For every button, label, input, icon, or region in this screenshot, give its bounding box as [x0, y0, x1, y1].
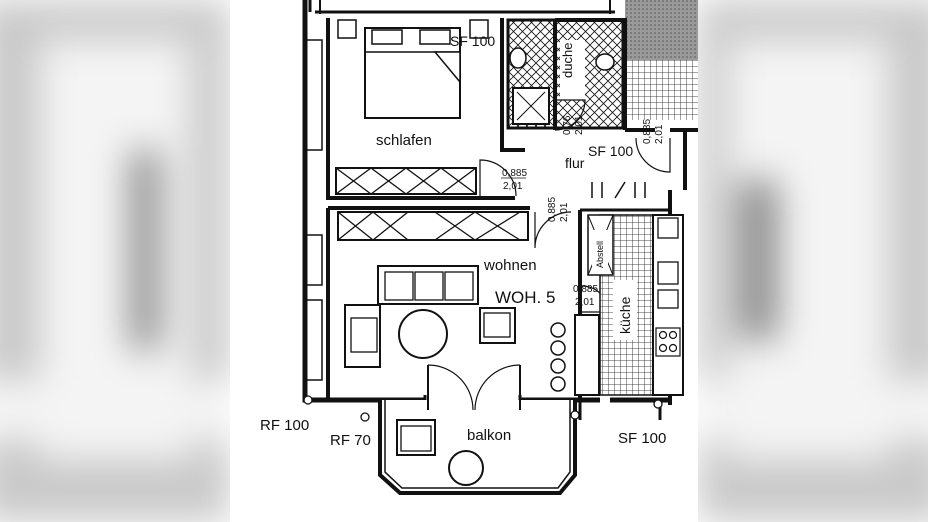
floor-plan: duche schlafen SF 100 0,885 2,01 0,76 2,… — [230, 0, 698, 522]
dining-chairs — [550, 322, 566, 392]
oven — [657, 261, 679, 285]
marker-sf100-top: SF 100 — [450, 33, 495, 49]
washbasin — [595, 53, 615, 71]
left-blurred-background — [0, 0, 230, 522]
stairs-grid — [625, 60, 698, 120]
dim-kueche-w: 0,885 — [573, 284, 598, 295]
room-label-schlafen: schlafen — [376, 132, 432, 149]
door-bath-swing — [554, 99, 586, 131]
marker-sf100-bottom: SF 100 — [618, 430, 666, 447]
nightstand-right — [469, 19, 489, 39]
room-label-abstell: Abstell — [595, 241, 605, 268]
room-label-duche: duche — [560, 43, 575, 78]
room-label-balkon: balkon — [467, 427, 511, 444]
room-label-wohnen: wohnen — [483, 257, 537, 274]
cooktop — [655, 327, 681, 357]
marker-rf100: RF 100 — [260, 417, 309, 434]
dim-schlafen-w: 0,885 — [502, 168, 527, 179]
dim-wohnen-w: 0,885 — [547, 197, 558, 222]
drain-markers — [303, 395, 663, 422]
balcony-table — [448, 450, 484, 486]
dim-entry-w: 0,885 — [642, 119, 653, 144]
fridge — [657, 217, 679, 239]
right-blurred-background — [698, 0, 928, 522]
dim-entry-h: 2,01 — [654, 124, 665, 144]
dim-kueche-h: 2,01 — [575, 297, 595, 308]
dim-bath-w: 0,76 — [562, 115, 573, 135]
dim-bath-h: 2,01 — [574, 115, 585, 135]
shelf-unit — [574, 314, 600, 396]
marker-sf100-flur: SF 100 — [588, 143, 633, 159]
marker-rf70: RF 70 — [330, 432, 371, 449]
coffee-table — [398, 309, 448, 359]
coat-rack — [591, 181, 646, 199]
room-label-kueche: küche — [617, 296, 633, 334]
door-dimensions: 0,885 2,01 0,76 2,01 0,885 2,01 0,885 2,… — [501, 115, 665, 308]
door-schlafen-swing — [479, 159, 517, 197]
wardrobe-bedroom — [335, 167, 477, 195]
door-wohnen-swing — [534, 211, 572, 249]
balcony-door-swing-left — [427, 364, 474, 411]
toilet — [509, 47, 527, 69]
dim-wohnen-h: 2,01 — [559, 202, 570, 222]
floor-plan-drawing: duche schlafen SF 100 0,885 2,01 0,76 2,… — [260, 0, 698, 495]
kitchen-sink — [657, 289, 679, 309]
nightstand-left — [337, 19, 357, 39]
neighbor-hatched-area — [625, 0, 698, 60]
dim-schlafen-h: 2,01 — [503, 181, 523, 192]
door-entry-swing — [635, 137, 671, 173]
balcony-door-swing-right — [474, 364, 521, 411]
unit-label: WOH. 5 — [495, 288, 555, 307]
room-label-flur: flur — [565, 155, 585, 171]
wardrobe-living — [337, 211, 529, 241]
